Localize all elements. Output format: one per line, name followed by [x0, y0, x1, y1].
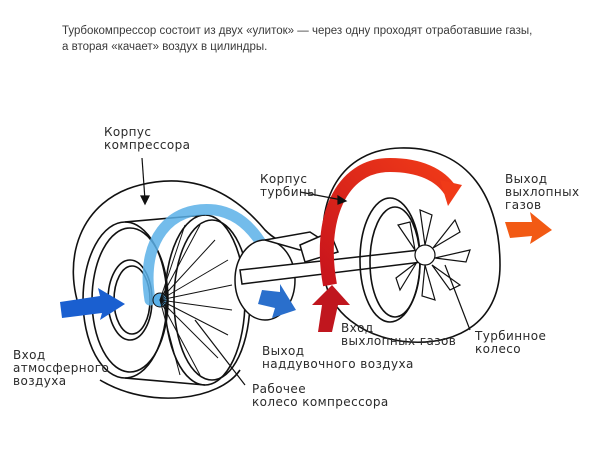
label-exhaust-in: Вход выхлопных газов: [341, 321, 457, 348]
air-inlet-arrow: [60, 288, 125, 320]
boost-outlet-arrow: [258, 284, 296, 318]
caption-line-2: а вторая «качает» воздух в цилиндры.: [62, 41, 268, 53]
label-turbine-wheel: Турбинное колесо: [475, 329, 547, 356]
label-turbine-housing: Корпус турбины: [260, 172, 318, 199]
label-air-in: Вход атмосферного воздуха: [13, 348, 110, 388]
caption-line-1: Турбокомпрессор состоит из двух «улиток»…: [62, 25, 533, 37]
turbine-wheel: [395, 209, 471, 301]
exhaust-inlet-arrow: [312, 285, 350, 332]
leader-lines: [140, 157, 348, 386]
turbine-exhaust-path: [319, 157, 456, 287]
exhaust-outlet-arrow: [505, 212, 552, 244]
label-compressor-wheel: Рабочее колесо компрессора: [252, 382, 389, 409]
label-boost-out: Выход наддувочного воздуха: [262, 344, 414, 371]
turbine-flow-arrowhead: [440, 180, 462, 206]
turbine-leader-line: [444, 264, 471, 331]
compressor-wheel: [152, 224, 233, 376]
caption: Турбокомпрессор состоит из двух «улиток»…: [62, 23, 532, 55]
label-compressor-housing: Корпус компрессора: [104, 125, 191, 152]
label-exhaust-out: Выход выхлопных газов: [505, 172, 580, 212]
